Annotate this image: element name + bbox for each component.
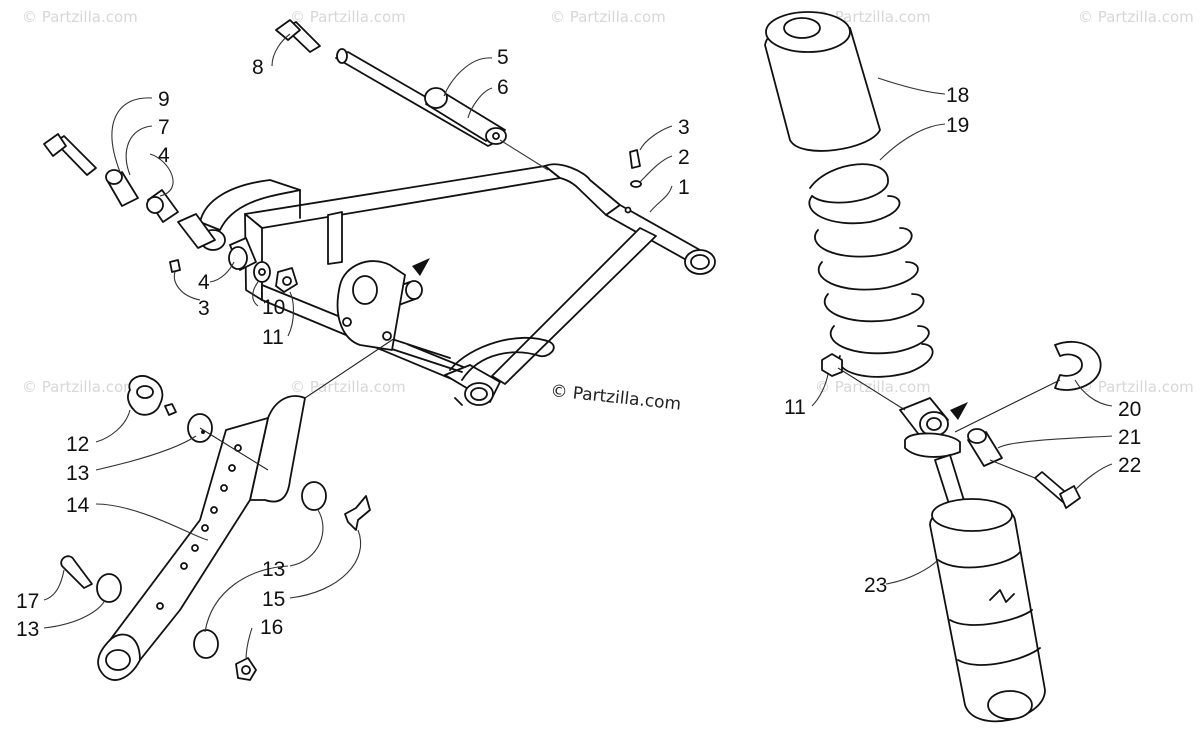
watermark: © Partzilla.com: [550, 8, 666, 26]
callout-13: 13: [262, 558, 285, 581]
arrow-marker-icon: [950, 402, 968, 420]
callout-19: 19: [946, 114, 969, 137]
callout-2: 2: [678, 146, 690, 169]
callout-14: 14: [66, 494, 90, 517]
watermarks: © Partzilla.com © Partzilla.com © Partzi…: [22, 8, 1194, 396]
watermark: © Partzilla.com: [815, 378, 931, 396]
watermark: © Partzilla.com: [290, 378, 406, 396]
callout-21: 21: [1118, 426, 1141, 449]
callout-labels: 5 6 8 9 7 4 3 2 1 4 3 10 11 12 13 14 13 …: [16, 46, 1141, 641]
callout-3: 3: [678, 116, 690, 139]
pivot-shaft: [275, 19, 549, 171]
callout-8: 8: [252, 56, 264, 79]
leader-lines: [43, 33, 1113, 661]
callout-11: 11: [262, 326, 284, 349]
callout-4: 4: [158, 144, 170, 167]
callout-18: 18: [946, 84, 969, 107]
watermark: © Partzilla.com: [22, 8, 138, 26]
callout-1: 1: [678, 176, 690, 199]
callout-16: 16: [260, 616, 283, 639]
callout-13: 13: [16, 618, 39, 641]
swing-arm: [199, 163, 716, 406]
callout-5: 5: [497, 46, 509, 69]
callout-7: 7: [158, 116, 170, 139]
watermark: © Partzilla.com: [1078, 378, 1194, 396]
watermark: © Partzilla.com: [22, 378, 138, 396]
arrow-marker-icon: [412, 258, 430, 276]
callout-15: 15: [262, 588, 285, 611]
callout-4: 4: [198, 271, 210, 294]
callout-22: 22: [1118, 454, 1141, 477]
watermark: © Partzilla.com: [290, 8, 406, 26]
callout-3: 3: [198, 297, 210, 320]
callout-6: 6: [497, 76, 509, 99]
callout-17: 17: [16, 590, 39, 613]
callout-9: 9: [158, 88, 170, 111]
left-hardware: [43, 133, 642, 293]
limiter-strap: [60, 337, 396, 681]
watermark: © Partzilla.com: [1078, 8, 1194, 26]
callout-13: 13: [66, 462, 89, 485]
callout-23: 23: [864, 574, 887, 597]
callout-12: 12: [66, 433, 89, 456]
shock-absorber: [764, 11, 1102, 723]
callout-11: 11: [784, 396, 806, 419]
copyright-text: © Partzilla.com: [549, 381, 682, 415]
callout-20: 20: [1118, 398, 1141, 421]
callout-10: 10: [262, 296, 285, 319]
